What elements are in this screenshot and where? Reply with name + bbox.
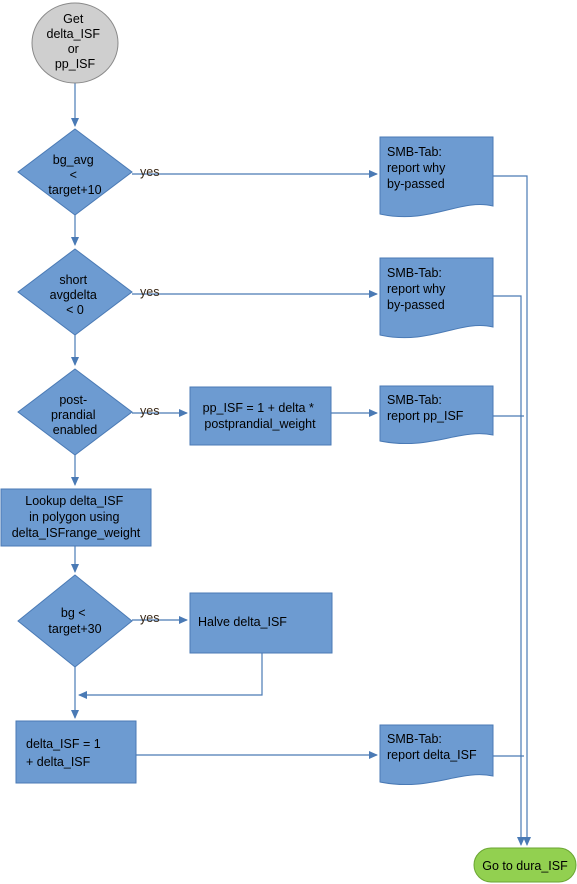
doc-bypass-2-label: SMB-Tab: report why by-passed bbox=[387, 266, 449, 312]
edge-collector-1 bbox=[493, 175, 531, 846]
doc-bypass-2: SMB-Tab: report why by-passed bbox=[379, 257, 494, 339]
doc-bypass-1: SMB-Tab: report why by-passed bbox=[379, 136, 494, 218]
process-pp-isf-label: pp_ISF = 1 + delta * postprandial_weight bbox=[203, 401, 318, 431]
decision-bg: bg < target+30 bbox=[17, 574, 133, 668]
decision-postprandial-label: post- prandial enabled bbox=[51, 393, 99, 437]
start-node: Get delta_ISF or pp_ISF bbox=[31, 2, 119, 84]
process-lookup-label: Lookup delta_ISF in polygon using delta_… bbox=[12, 494, 141, 540]
end-node: Go to dura_ISF bbox=[473, 847, 577, 883]
decision-short-avgdelta: short avgdelta < 0 bbox=[17, 248, 133, 336]
doc-delta-isf: SMB-Tab: report delta_ISF bbox=[379, 724, 494, 786]
edge-halve-return bbox=[78, 653, 263, 699]
decision-bg-avg: bg_avg < target+10 bbox=[17, 128, 133, 216]
decision-bg-label: bg < target+30 bbox=[48, 606, 101, 636]
process-pp-isf: pp_ISF = 1 + delta * postprandial_weight bbox=[189, 386, 332, 446]
yes-label-3: yes bbox=[140, 404, 159, 418]
doc-delta-isf-label: SMB-Tab: report delta_ISF bbox=[387, 732, 477, 762]
edges bbox=[71, 83, 531, 846]
yes-label-2: yes bbox=[140, 285, 159, 299]
yes-label-1: yes bbox=[140, 165, 159, 179]
doc-pp-isf-label: SMB-Tab: report pp_ISF bbox=[387, 393, 464, 423]
edge-collector-2 bbox=[493, 295, 525, 846]
process-delta-isf: delta_ISF = 1 + delta_ISF bbox=[15, 720, 137, 784]
start-node-label: Get delta_ISF or pp_ISF bbox=[47, 12, 104, 71]
process-delta-isf-label: delta_ISF = 1 + delta_ISF bbox=[26, 737, 104, 769]
process-halve-label: Halve delta_ISF bbox=[198, 615, 287, 629]
doc-pp-isf: SMB-Tab: report pp_ISF bbox=[379, 385, 494, 445]
decision-short-avgdelta-label: short avgdelta < 0 bbox=[50, 273, 101, 317]
process-halve: Halve delta_ISF bbox=[189, 592, 333, 654]
process-lookup: Lookup delta_ISF in polygon using delta_… bbox=[0, 488, 152, 547]
yes-label-4: yes bbox=[140, 611, 159, 625]
decision-postprandial: post- prandial enabled bbox=[17, 368, 133, 456]
decision-bg-avg-label: bg_avg < target+10 bbox=[48, 153, 101, 197]
end-node-label: Go to dura_ISF bbox=[482, 859, 568, 873]
doc-bypass-1-label: SMB-Tab: report why by-passed bbox=[387, 145, 449, 191]
